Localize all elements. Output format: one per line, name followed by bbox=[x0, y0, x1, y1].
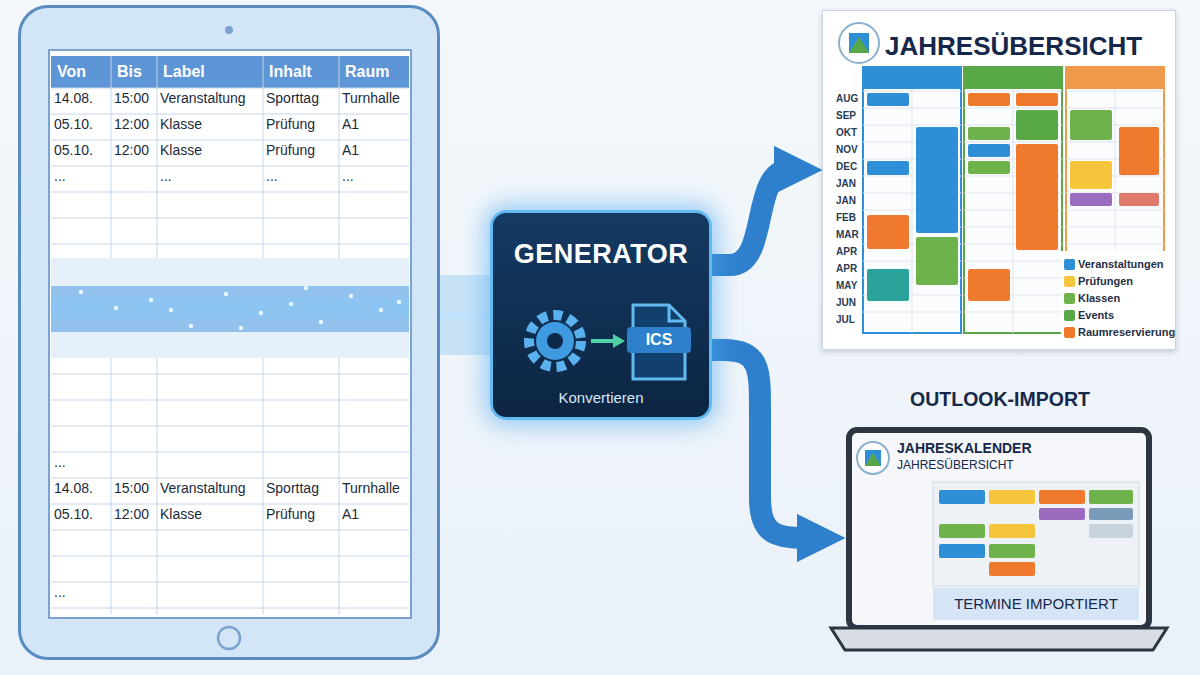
month-label: JUL bbox=[836, 311, 855, 328]
table-cell: 15:00 bbox=[114, 475, 149, 501]
table-cell: A1 bbox=[342, 137, 359, 163]
legend-swatch bbox=[1064, 293, 1075, 304]
screen-subtitle: JAHRESÜBERSICHT bbox=[897, 458, 1014, 472]
table-cell: Klasse bbox=[160, 137, 202, 163]
table-cell: 05.10. bbox=[54, 111, 93, 137]
month-label: NOV bbox=[836, 141, 858, 158]
month-label: JUN bbox=[836, 294, 856, 311]
table-cell: Veranstaltung bbox=[160, 85, 246, 111]
year-overview-card: JAHRESÜBERSICHT bbox=[822, 10, 1176, 350]
legend-swatch bbox=[1064, 327, 1075, 338]
table-cell: 12:00 bbox=[114, 111, 149, 137]
table-cell: Klasse bbox=[160, 501, 202, 527]
month-label: JAN bbox=[836, 175, 856, 192]
table-cell: 05.10. bbox=[54, 137, 93, 163]
table-cell: 12:00 bbox=[114, 137, 149, 163]
table-cell: 14.08. bbox=[54, 85, 93, 111]
generator-box: GENERATOR ICS Konvertieren bbox=[490, 210, 712, 420]
table-cell: Klasse bbox=[160, 111, 202, 137]
table-cell: A1 bbox=[342, 501, 359, 527]
card-title: JAHRESÜBERSICHT bbox=[885, 31, 1142, 62]
table-cell: ... bbox=[54, 163, 66, 189]
column-header: Label bbox=[163, 56, 205, 88]
table-cell: ... bbox=[266, 163, 278, 189]
table-cell: A1 bbox=[342, 111, 359, 137]
month-label: OKT bbox=[836, 124, 857, 141]
month-label: APR bbox=[836, 260, 857, 277]
column-header: Raum bbox=[345, 56, 389, 88]
table-cell: Prüfung bbox=[266, 501, 315, 527]
month-label: SEP bbox=[836, 107, 856, 124]
screen-title: JAHRESKALENDER bbox=[897, 440, 1032, 456]
section-heading: OUTLOOK-IMPORT bbox=[845, 388, 1155, 411]
table-cell: ... bbox=[54, 449, 66, 475]
flow-arrow bbox=[712, 170, 800, 265]
table-cell: Prüfung bbox=[266, 137, 315, 163]
status-label: TERMINE IMPORTIERT bbox=[933, 588, 1139, 620]
table-cell: Turnhalle bbox=[342, 475, 400, 501]
legend-text: Klassen bbox=[1078, 290, 1120, 307]
column-header: Bis bbox=[117, 56, 142, 88]
flow-line bbox=[712, 350, 823, 538]
table-cell: Veranstaltung bbox=[160, 475, 246, 501]
month-label: FEB bbox=[836, 209, 856, 226]
month-label: MAR bbox=[836, 226, 859, 243]
month-label: JAN bbox=[836, 192, 856, 209]
flow-arrow bbox=[437, 315, 490, 316]
table-cell: Turnhalle bbox=[342, 85, 400, 111]
legend-text: Events bbox=[1078, 307, 1114, 324]
action-label: Konvertieren bbox=[493, 389, 709, 406]
column-header: Inhalt bbox=[269, 56, 312, 88]
legend-text: Veranstaltungen bbox=[1078, 256, 1164, 273]
illustration bbox=[845, 388, 1155, 656]
file-type: ICS bbox=[627, 327, 691, 353]
table-cell: Sporttag bbox=[266, 85, 319, 111]
legend-text: Raumreservierung bbox=[1078, 324, 1175, 341]
table-cell: Sporttag bbox=[266, 475, 319, 501]
flow-line bbox=[712, 170, 800, 265]
table-cell: Prüfung bbox=[266, 111, 315, 137]
table-cell: 12:00 bbox=[114, 501, 149, 527]
generator-title: GENERATOR bbox=[493, 239, 709, 270]
month-label: DEC bbox=[836, 158, 857, 175]
table-cell: 05.10. bbox=[54, 501, 93, 527]
month-label: AUG bbox=[836, 90, 858, 107]
table-cell: ... bbox=[54, 579, 66, 605]
flow-halo bbox=[437, 275, 490, 355]
legend-swatch bbox=[1064, 276, 1075, 287]
outlook-laptop: OUTLOOK-IMPORT JAHRESKALENDER JAHRESÜBERSI… bbox=[845, 388, 1155, 656]
table-cell: ... bbox=[342, 163, 354, 189]
legend-text: Prüfungen bbox=[1078, 273, 1133, 290]
flow-highlight bbox=[437, 312, 490, 318]
column-header: Von bbox=[57, 56, 86, 88]
flow-line bbox=[437, 292, 490, 338]
legend-swatch bbox=[1064, 259, 1075, 270]
table-cell: 14.08. bbox=[54, 475, 93, 501]
month-label: MAY bbox=[836, 277, 857, 294]
month-label: APR bbox=[836, 243, 857, 260]
illustration bbox=[823, 11, 1177, 351]
legend-swatch bbox=[1064, 310, 1075, 321]
table-cell: 15:00 bbox=[114, 85, 149, 111]
flow-arrow bbox=[712, 350, 823, 538]
table-cell: ... bbox=[160, 163, 172, 189]
illustration bbox=[21, 8, 443, 663]
